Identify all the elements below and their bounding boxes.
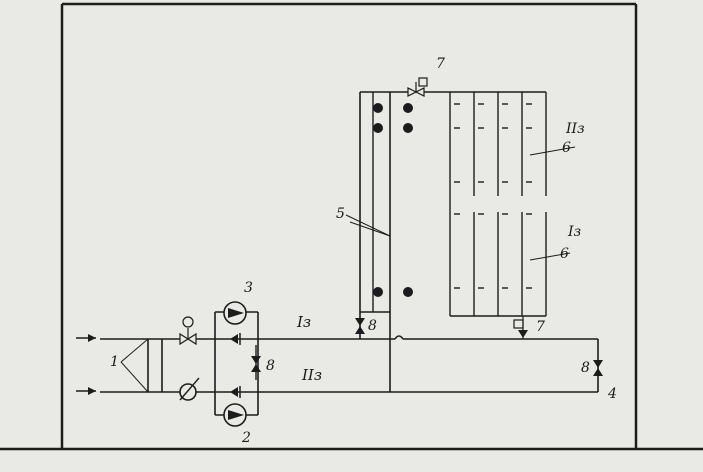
label-7-bottom: 7: [536, 319, 545, 335]
valve-bottom-7: [513, 316, 528, 339]
label-8-right: 8: [581, 360, 590, 376]
label-2: 2: [241, 430, 251, 446]
valve-bypass-8: [251, 345, 261, 380]
valve-top-7: [407, 77, 428, 97]
pump-top: [223, 301, 247, 325]
inlet-arrows: [76, 334, 96, 395]
building-outline: [0, 2, 703, 451]
check-valves: [230, 333, 241, 398]
radiator-branches: [449, 91, 547, 317]
label-supply-line: Iз: [296, 313, 311, 331]
label-5: 5: [336, 206, 345, 222]
label-upper-zone: IIз: [565, 121, 585, 137]
pump-bottom: [223, 403, 247, 427]
label-lower-zone: Iз: [567, 224, 581, 240]
label-3: 3: [244, 280, 253, 296]
heat-exchanger-columns: [372, 92, 413, 312]
label-4: 4: [607, 386, 617, 402]
label-7-top: 7: [436, 56, 445, 72]
label-6-upper: 6: [562, 140, 571, 156]
leader-lines: [120, 146, 576, 393]
valve-supply-inlet: [179, 316, 197, 346]
meter-return: [179, 377, 200, 401]
label-return-line: IIз: [301, 366, 322, 384]
main-pipes: [100, 91, 599, 416]
valve-right-8: [593, 360, 603, 376]
valve-riser-8: [355, 318, 365, 334]
label-6-lower: 6: [560, 246, 569, 262]
label-1: 1: [110, 354, 119, 370]
label-8-bypass: 8: [266, 358, 275, 374]
label-8-riser: 8: [368, 318, 377, 334]
